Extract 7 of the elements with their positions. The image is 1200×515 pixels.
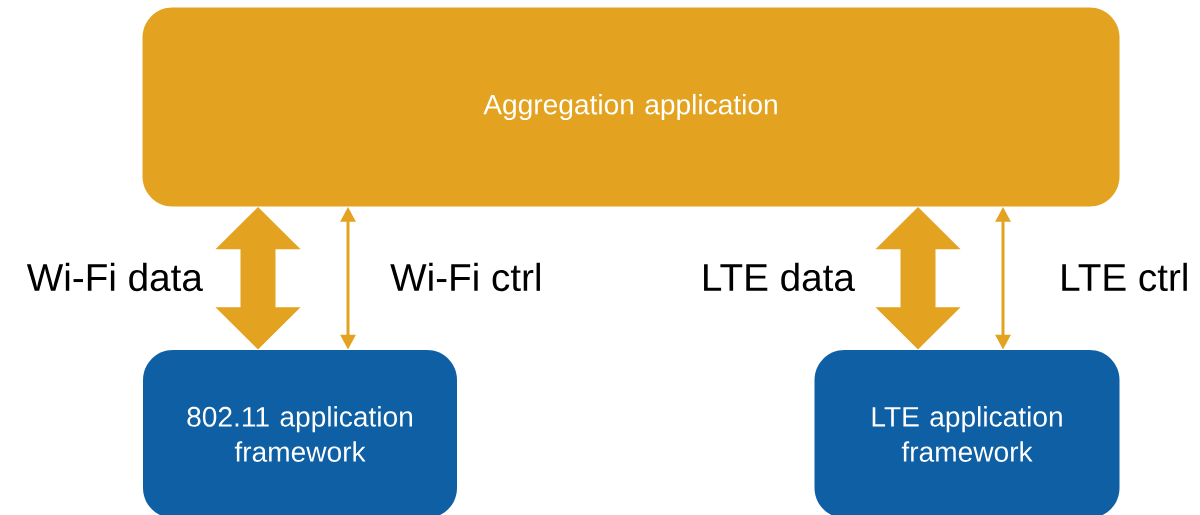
application-box: LTE application framework [814,350,1120,515]
edge-label: Wi-Fi ctrl [390,262,540,292]
application-box: Aggregation application [142,7,1120,207]
application-box: 802.11 application framework [143,350,457,515]
edge-label: LTE ctrl [1062,262,1187,292]
edge-label: LTE data [704,262,855,292]
edge-label: Wi-Fi data [26,262,203,292]
